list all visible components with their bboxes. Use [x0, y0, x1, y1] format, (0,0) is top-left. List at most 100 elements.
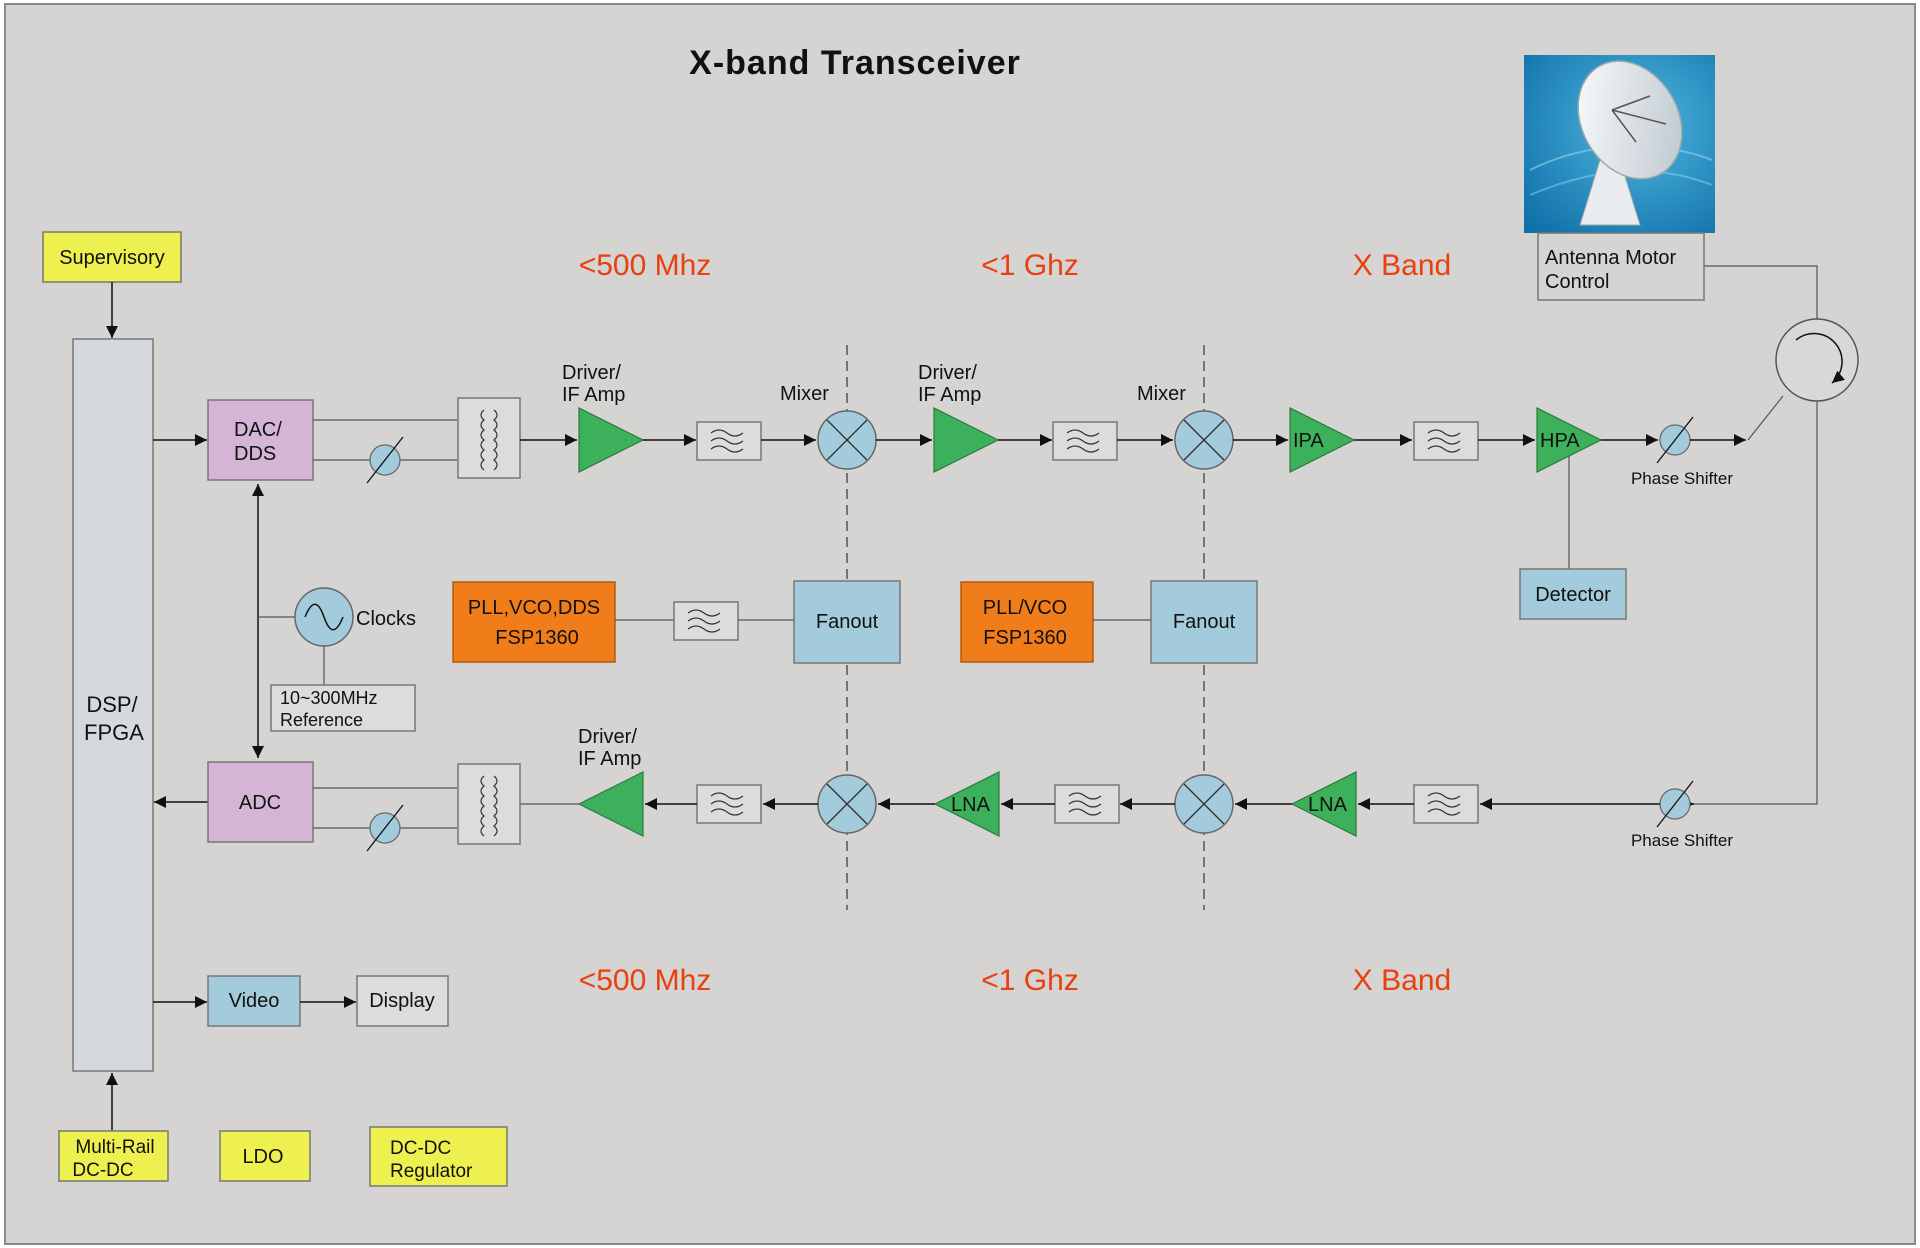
tx-mixer-1-cross	[826, 419, 868, 461]
pll2-label-line1: PLL/VCO	[983, 597, 1067, 619]
rx-filter-1-wave	[1427, 792, 1461, 816]
hpa-label: HPA	[1540, 430, 1580, 452]
circulator-to-antenna	[1704, 265, 1818, 319]
tx-iq-phase-shifter-slash	[366, 436, 404, 484]
circulator-arrow	[1795, 332, 1846, 384]
reference-block	[270, 684, 416, 732]
ldo-label: LDO	[242, 1146, 283, 1168]
video-block	[207, 975, 301, 1027]
supervisory-label: Supervisory	[59, 247, 165, 269]
ipa-label: IPA	[1293, 430, 1324, 452]
rx-mixer-1-cross	[826, 783, 868, 825]
tx-filter-2-icon	[1052, 421, 1118, 461]
adc-block	[207, 761, 314, 843]
tx-transformer-icon	[457, 397, 521, 479]
dcdc-label-line1: DC-DC	[390, 1138, 451, 1159]
band-label-low-bottom: <500 Mhz	[579, 964, 712, 997]
reference-label-line1: 10~300MHz	[280, 688, 378, 708]
dsp-label-line1: DSP/	[86, 692, 138, 717]
tx-mixer-1-label: Mixer	[780, 383, 829, 405]
rx-driver-label-line2: IF Amp	[578, 748, 641, 770]
pll2-label-line2: FSP1360	[983, 627, 1066, 649]
tx-mixer-2-cross	[1183, 419, 1225, 461]
display-label: Display	[369, 990, 435, 1012]
rx-filter-2-wave	[1068, 792, 1102, 816]
tx-driver-2-label-line1: Driver/	[918, 362, 977, 384]
dcdc-regulator-block	[369, 1126, 508, 1187]
dsp-fpga-block	[72, 338, 154, 1072]
band-label-mid-bottom: <1 Ghz	[981, 964, 1079, 997]
tx-driver-1-label-line1: Driver/	[562, 362, 621, 384]
pll-vco-block	[960, 581, 1094, 663]
rx-phase-shifter-label: Phase Shifter	[1631, 831, 1733, 850]
antenna-label-line2: Control	[1545, 271, 1609, 293]
rx-filter-2-icon	[1054, 784, 1120, 824]
tx-driver-2-label-line2: IF Amp	[918, 384, 981, 406]
multirail-label-line2: DC-DC	[72, 1160, 133, 1181]
tx-filter-1-icon	[696, 421, 762, 461]
lo-filter-icon	[673, 601, 739, 641]
display-block	[356, 975, 449, 1027]
reference-label-line2: Reference	[280, 710, 363, 730]
fanout-2-label: Fanout	[1173, 611, 1236, 633]
band-label-mid-top: <1 Ghz	[981, 249, 1079, 282]
detector-label: Detector	[1535, 584, 1611, 606]
detector-block	[1519, 568, 1627, 620]
diagram-title: X-band Transceiver	[689, 44, 1021, 82]
multirail-label-line1: Multi-Rail	[75, 1137, 154, 1158]
fanout-2-block	[1150, 580, 1258, 664]
fanout-1-label: Fanout	[816, 611, 879, 633]
lna-amplifier-1	[1290, 771, 1357, 837]
tx-phase-shifter-label: Phase Shifter	[1631, 469, 1733, 488]
rx-filter-3-icon	[696, 784, 762, 824]
antenna-motor-control-block	[1537, 232, 1705, 301]
lna-2-label: LNA	[951, 794, 991, 816]
ldo-block	[219, 1130, 311, 1182]
satellite-dish-icon	[1524, 55, 1715, 233]
adc-label: ADC	[239, 792, 281, 814]
pll1-label-line1: PLL,VCO,DDS	[468, 597, 600, 619]
tx-filter-3-icon	[1413, 421, 1479, 461]
tx-driver-1-label-line2: IF Amp	[562, 384, 625, 406]
rx-driver-label-line1: Driver/	[578, 726, 637, 748]
lo-filter-wave	[687, 609, 721, 633]
circulator-icon	[1775, 318, 1859, 402]
pll1-label-line2: FSP1360	[495, 627, 578, 649]
dac-label-line2: DDS	[234, 443, 276, 465]
tx-mixer-2-label: Mixer	[1137, 383, 1186, 405]
lna-amplifier-2	[933, 771, 1000, 837]
rx-driver-amp	[577, 771, 644, 837]
rx-filter-1-icon	[1413, 784, 1479, 824]
band-label-low-top: <500 Mhz	[579, 249, 712, 282]
band-label-high-bottom: X Band	[1353, 964, 1451, 997]
dac-label-line1: DAC/	[234, 419, 282, 441]
tx-phase-shifter-slash	[1656, 416, 1694, 464]
rx-transformer-icon	[457, 763, 521, 845]
tx-filter-3-wave	[1427, 429, 1461, 453]
supervisory-block	[42, 231, 182, 283]
tx-driver-amp-2	[933, 407, 1000, 473]
oscillator-sine	[304, 603, 344, 631]
tx-driver-amp-1	[578, 407, 645, 473]
lna-1-label: LNA	[1308, 794, 1348, 816]
band-label-high-top: X Band	[1353, 249, 1451, 282]
tx-filter-2-wave	[1066, 429, 1100, 453]
rx-filter-3-wave	[710, 792, 744, 816]
tx-transformer-coil	[480, 409, 498, 471]
dsp-label-line2: FPGA	[84, 720, 144, 745]
clocks-label: Clocks	[356, 608, 416, 630]
rx-phase-shifter-slash	[1656, 780, 1694, 828]
video-label: Video	[229, 990, 280, 1012]
fanout-1-block	[793, 580, 901, 664]
circulator-to-rx	[1690, 401, 1818, 805]
multirail-block	[58, 1130, 169, 1182]
dac-dds-block	[207, 399, 314, 481]
rx-transformer-coil	[480, 775, 498, 837]
rx-mixer-2-cross	[1183, 783, 1225, 825]
rx-iq-phase-shifter-slash	[366, 804, 404, 852]
tx-to-circulator	[1747, 395, 1784, 441]
ipa-amplifier	[1289, 407, 1356, 473]
tx-filter-1-wave	[710, 429, 744, 453]
pll-vco-dds-block	[452, 581, 616, 663]
